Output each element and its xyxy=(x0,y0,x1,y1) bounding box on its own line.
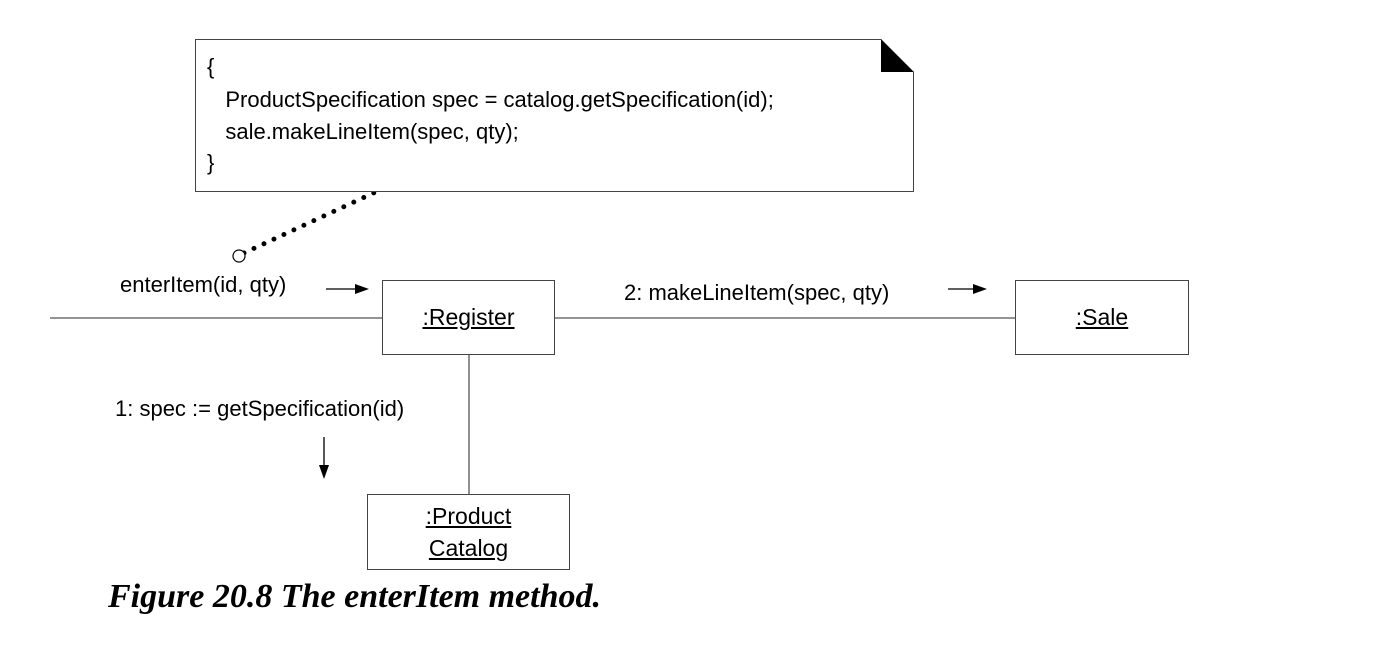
note-line-open-brace: { xyxy=(207,54,215,79)
code-note xyxy=(195,39,914,192)
product-catalog-label-line2: Catalog xyxy=(428,535,509,561)
note-line-close-brace: } xyxy=(207,150,215,175)
make-line-item-arrow xyxy=(948,284,987,294)
sale-object[interactable]: :Sale xyxy=(1015,280,1189,355)
product-catalog-object[interactable]: :Product Catalog xyxy=(367,494,570,570)
note-anchor-circle xyxy=(232,249,246,263)
register-object[interactable]: :Register xyxy=(382,280,555,355)
product-catalog-label-line1: :Product xyxy=(425,503,512,529)
get-specification-message: 1: spec := getSpecification(id) xyxy=(115,396,405,421)
sale-label: :Sale xyxy=(1075,304,1129,330)
note-line-get-specification: ProductSpecification spec = catalog.getS… xyxy=(207,87,774,112)
enter-item-arrow xyxy=(326,284,369,294)
note-anchor-line xyxy=(241,187,383,256)
make-line-item-message: 2: makeLineItem(spec, qty) xyxy=(624,280,890,305)
get-specification-arrow xyxy=(319,437,329,479)
note-folded-corner-icon xyxy=(881,39,914,72)
note-line-make-line-item: sale.makeLineItem(spec, qty); xyxy=(207,119,519,144)
register-label: :Register xyxy=(422,304,515,330)
figure-caption: Figure 20.8 The enterItem method. xyxy=(108,578,601,615)
enter-item-message: enterItem(id, qty) xyxy=(120,272,287,297)
